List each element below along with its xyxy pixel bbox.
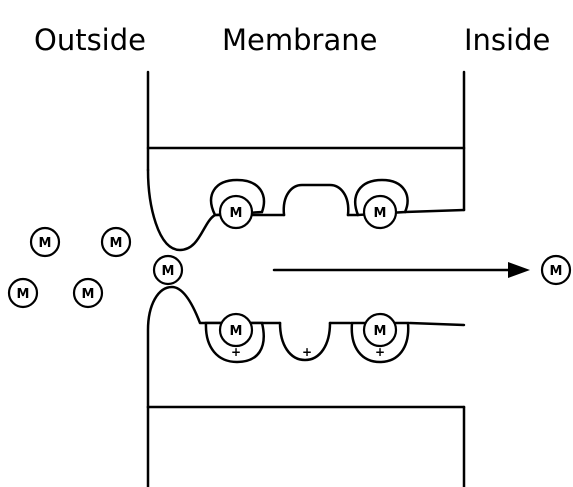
ion-upper-right: M [362,194,398,230]
ion-lower-right: M [362,312,398,348]
ion-upper-left: M [218,194,254,230]
charge-lower-right: + [375,345,385,359]
ion-outside-3: M [7,277,39,309]
channel-lower-wall [146,285,466,409]
charge-lower-left: + [231,345,241,359]
svg-text:M: M [82,287,95,302]
channel-upper-wall [146,168,466,252]
ion-outside-2: M [100,226,132,258]
svg-text:M: M [162,264,175,279]
ion-inside-released: M [540,254,572,286]
outside-label: Outside [34,23,146,57]
lower-empty-site [278,321,332,362]
ion-outside-1: M [29,226,61,258]
svg-text:M: M [550,264,563,279]
ion-outside-4: M [72,277,104,309]
svg-text:M: M [374,324,387,339]
svg-text:M: M [110,236,123,251]
ion-channel-entrance: M [152,254,184,286]
svg-text:M: M [230,206,243,221]
svg-text:M: M [374,206,387,221]
inside-label: Inside [464,23,550,57]
svg-text:M: M [39,236,52,251]
svg-text:M: M [230,324,243,339]
svg-text:M: M [17,287,30,302]
membrane-label: Membrane [222,23,377,57]
ion-lower-left: M [218,312,254,348]
charge-lower-middle: + [302,345,312,359]
transport-arrow-head [508,262,530,278]
upper-empty-site [282,183,350,217]
